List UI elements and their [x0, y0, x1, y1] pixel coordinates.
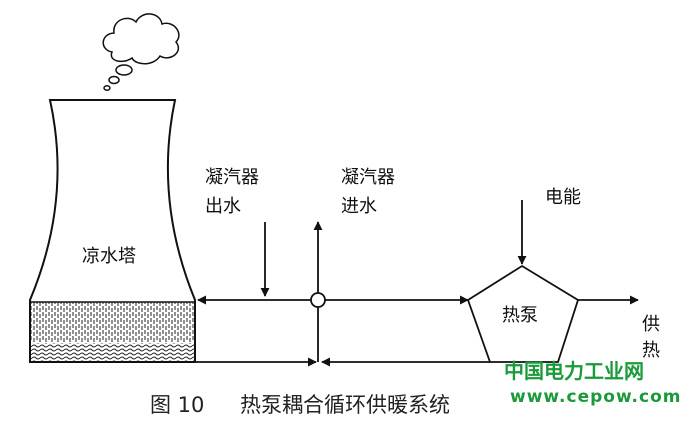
figure-title: 热泵耦合循环供暖系统 [240, 393, 450, 417]
heat-pump-label: 热泵 [502, 305, 538, 326]
cooling-tower-water-basin [31, 343, 194, 361]
condenser-outlet-label-line2: 出水 [205, 196, 241, 217]
pipe-network [195, 200, 639, 367]
cooling-tower: 凉水塔 [29, 99, 196, 363]
condenser-inlet-label-line2: 进水 [341, 196, 377, 217]
steam-cloud-icon [102, 13, 180, 91]
heat-pump-shape [466, 264, 580, 363]
heat-pump: 热泵 [466, 264, 580, 363]
watermark-site-url: www.cepow.com [510, 387, 682, 407]
watermark: 中国电力工业网 www.cepow.com [504, 359, 682, 407]
cooling-tower-label: 凉水塔 [82, 246, 136, 267]
figure-number: 图 10 [150, 393, 204, 417]
cooling-tower-fill-packing [31, 302, 194, 342]
figure-caption: 图 10 热泵耦合循环供暖系统 [150, 393, 450, 417]
heat-supply-label-line1: 供 [642, 314, 660, 335]
electric-energy-label: 电能 [545, 187, 581, 208]
labels: 凝汽器 出水 凝汽器 进水 电能 供 热 [205, 167, 660, 361]
condenser-outlet-label-line1: 凝汽器 [205, 167, 259, 188]
watermark-site-name: 中国电力工业网 [504, 359, 644, 383]
condenser-inlet-label-line1: 凝汽器 [341, 167, 395, 188]
junction-node [310, 292, 326, 308]
heat-supply-label-line2: 热 [642, 340, 660, 361]
